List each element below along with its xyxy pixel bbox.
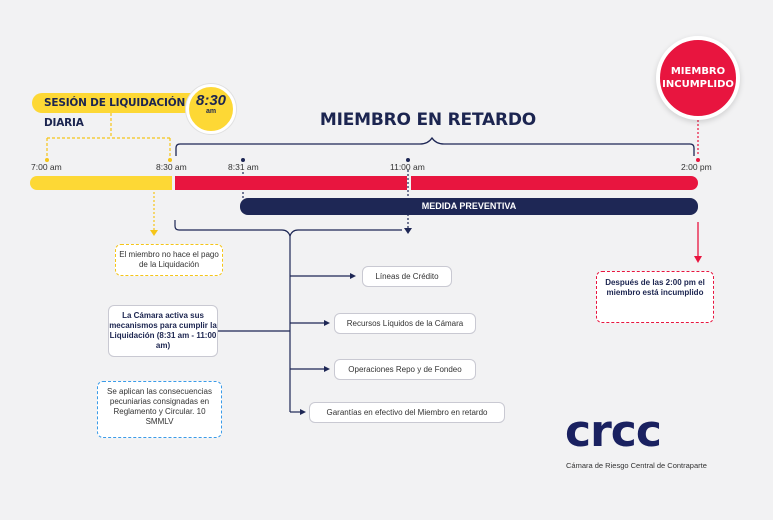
timeline-bar-yellow [30,176,172,190]
crcc-logo: crcc [565,406,662,457]
after-two-arrow-head [694,256,702,263]
timeline-bar-red-2 [411,176,698,190]
branch-4-arrow [300,409,306,415]
retardo-title: MIEMBRO EN RETARDO [319,110,537,130]
tick-dot-11am [406,158,410,162]
session-time-unit: am [205,108,217,115]
tick-dot-831 [241,158,245,162]
mechanism-bracket [174,220,402,238]
no-payment-box: El miembro no hace el pago de la Liquida… [115,244,223,276]
medida-preventiva-bar: MEDIDA PREVENTIVA [240,198,698,215]
time-label-830: 8:30 am [156,162,187,172]
member-incumplido-badge: MIEMBRO INCUMPLIDO [656,36,740,120]
branch-1-arrow [350,273,356,279]
mechanism-credit-lines: Líneas de Crédito [362,266,452,287]
crcc-tagline: Cámara de Riesgo Central de Contraparte [566,461,707,470]
branch-3-arrow [324,366,330,372]
mechanism-cash-guarantees: Garantías en efectivo del Miembro en ret… [309,402,505,423]
after-two-box: Después de las 2:00 pm el miembro está i… [596,271,714,323]
session-time: 8:30 [195,92,227,109]
no-payment-arrow-head [150,230,158,236]
mechanism-liquid-resources: Recursos Líquidos de la Cámara [334,313,476,334]
tick-dot-830 [168,158,172,162]
retardo-bracket [175,136,695,156]
session-clock-badge: 8:30 am [186,84,236,134]
time-label-7am: 7:00 am [31,162,62,172]
tick-dot-2pm [696,158,700,162]
time-label-2pm: 2:00 pm [681,162,712,172]
time-label-11am: 11:00 am [390,162,425,172]
timeline-bar-red-1 [175,176,407,190]
consequences-box: Se aplican las consecuencias pecuniarias… [97,381,222,438]
mechanism-repo-operations: Operaciones Repo y de Fondeo [334,359,476,380]
branch-2-arrow [324,320,330,326]
camera-activates-box: La Cámara activa sus mecanismos para cum… [108,305,218,357]
time-label-831: 8:31 am [228,162,259,172]
marker-11am-arrow [404,228,412,234]
session-label: SESIÓN DE LIQUIDACIÓN DIARIA [32,93,202,129]
tick-dot-7am [45,158,49,162]
